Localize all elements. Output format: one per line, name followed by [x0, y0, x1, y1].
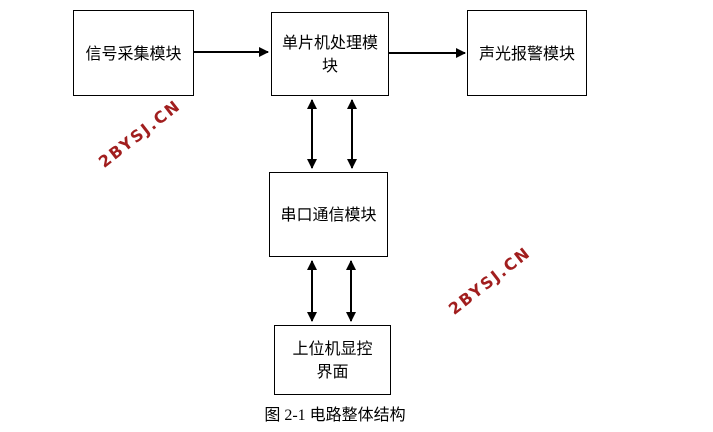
node-mcu-processing: 单片机处理模 块 — [271, 12, 389, 96]
watermark-text: 2BYSJ.CN — [94, 95, 185, 172]
node-host-display-label: 上位机显控 界面 — [292, 339, 373, 381]
figure-caption: 图 2-1 电路整体结构 — [264, 407, 406, 424]
node-sound-light-alarm-label: 声光报警模块 — [478, 43, 575, 63]
node-serial-comm-label: 串口通信模块 — [280, 205, 377, 224]
node-serial-comm: 串口通信模块 — [269, 172, 388, 257]
node-signal-acquisition: 信号采集模块 — [73, 10, 194, 96]
watermark-text: 2BYSJ.CN — [444, 242, 535, 319]
node-mcu-processing-label: 单片机处理模 块 — [281, 33, 378, 75]
node-signal-acquisition-label: 信号采集模块 — [85, 43, 182, 63]
node-host-display: 上位机显控 界面 — [274, 325, 391, 395]
node-sound-light-alarm: 声光报警模块 — [467, 10, 587, 96]
